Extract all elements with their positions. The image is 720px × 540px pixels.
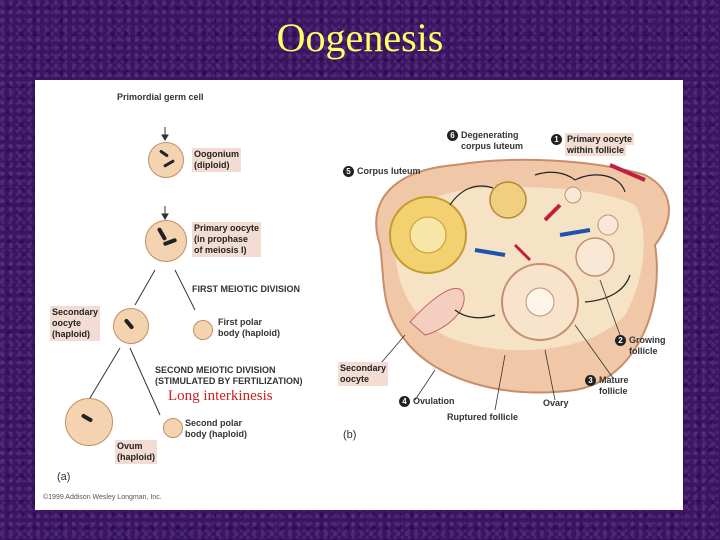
- primary-oocyte-line3: of meiosis I): [194, 245, 247, 255]
- first-meiotic-division-label: FIRST MEIOTIC DIVISION: [192, 284, 301, 294]
- diagram-graphics: [89, 127, 670, 416]
- step4-text: Ovulation: [413, 396, 455, 406]
- step6-line2: corpus luteum: [461, 141, 524, 151]
- panel-a-label: (a): [57, 471, 71, 483]
- diagram-panel: Primordial germ cell Oogonium (diploid) …: [35, 80, 683, 510]
- primary-oocyte-cell: [145, 220, 187, 262]
- step2-line2: follicle: [629, 346, 658, 356]
- first-polar-body-label: First polar body (haploid): [218, 317, 280, 339]
- slide-title: Oogenesis: [276, 15, 444, 60]
- ovary-label: Ovary: [543, 398, 569, 408]
- step3-line1: Mature: [599, 375, 629, 385]
- step6-line1: Degenerating: [461, 130, 519, 140]
- second-division-text: SECOND MEIOTIC DIVISION: [155, 365, 276, 375]
- second-division-note: (STIMULATED BY FERTILIZATION): [155, 376, 303, 386]
- step5-number: 5: [343, 166, 354, 177]
- secondary-oocyte-right-label: Secondary oocyte: [338, 362, 389, 386]
- secondary-oocyte-line1: Secondary: [52, 307, 99, 317]
- panel-b-label: (b): [343, 429, 357, 441]
- second-polar-body-cell: [163, 418, 183, 438]
- step4-number: 4: [399, 396, 410, 407]
- secondary-oocyte-cell: [113, 308, 149, 344]
- primordial-label: Primordial germ cell: [117, 92, 204, 102]
- second-polar-line2: body (haploid): [185, 429, 247, 439]
- first-polar-body-cell: [193, 320, 213, 340]
- step1-line2: within follicle: [565, 144, 627, 156]
- ruptured-follicle-label: Ruptured follicle: [447, 412, 519, 422]
- oogonium-cell: [148, 142, 184, 178]
- oogonium-text: Oogonium: [194, 149, 239, 159]
- first-polar-line2: body (haploid): [218, 328, 280, 338]
- secondary-oocyte-line2: oocyte: [52, 318, 82, 328]
- secondary-oocyte-label: Secondary oocyte (haploid): [50, 306, 101, 341]
- secondary-oocyte-line3: (haploid): [52, 329, 90, 339]
- long-interkinesis-note: Long interkinesis: [168, 388, 273, 404]
- second-meiotic-division-label: SECOND MEIOTIC DIVISION (STIMULATED BY F…: [155, 365, 303, 387]
- copyright-text: ©1999 Addison Wesley Longman, Inc.: [43, 494, 162, 501]
- primary-oocyte-label: Primary oocyte (in prophase of meiosis I…: [192, 222, 262, 257]
- step2-line1: Growing: [629, 335, 666, 345]
- ovary-illustration: [374, 158, 670, 411]
- step2-number: 2: [615, 335, 626, 346]
- step3-number: 3: [585, 375, 596, 386]
- ovum-line1: Ovum: [117, 441, 143, 451]
- oogonium-label: Oogonium (diploid): [192, 148, 241, 172]
- step3-line2: follicle: [599, 386, 628, 396]
- secondary-oocyte-right-line1: Secondary: [340, 363, 387, 373]
- ovum-label: Ovum (haploid): [115, 440, 157, 464]
- step5-text: Corpus luteum: [357, 166, 421, 176]
- primary-oocyte-line2: (in prophase: [194, 234, 249, 244]
- oogonium-ploidy: (diploid): [194, 160, 230, 170]
- second-polar-body-label: Second polar body (haploid): [185, 418, 247, 440]
- primary-oocyte-line1: Primary oocyte: [194, 223, 260, 233]
- first-polar-line1: First polar: [218, 317, 263, 327]
- step1-number: 1: [551, 134, 562, 145]
- secondary-oocyte-right-line2: oocyte: [340, 374, 370, 384]
- step1-line1: Primary oocyte: [565, 133, 635, 145]
- second-polar-line1: Second polar: [185, 418, 243, 428]
- step6-number: 6: [447, 130, 458, 141]
- ovum-line2: (haploid): [117, 452, 155, 462]
